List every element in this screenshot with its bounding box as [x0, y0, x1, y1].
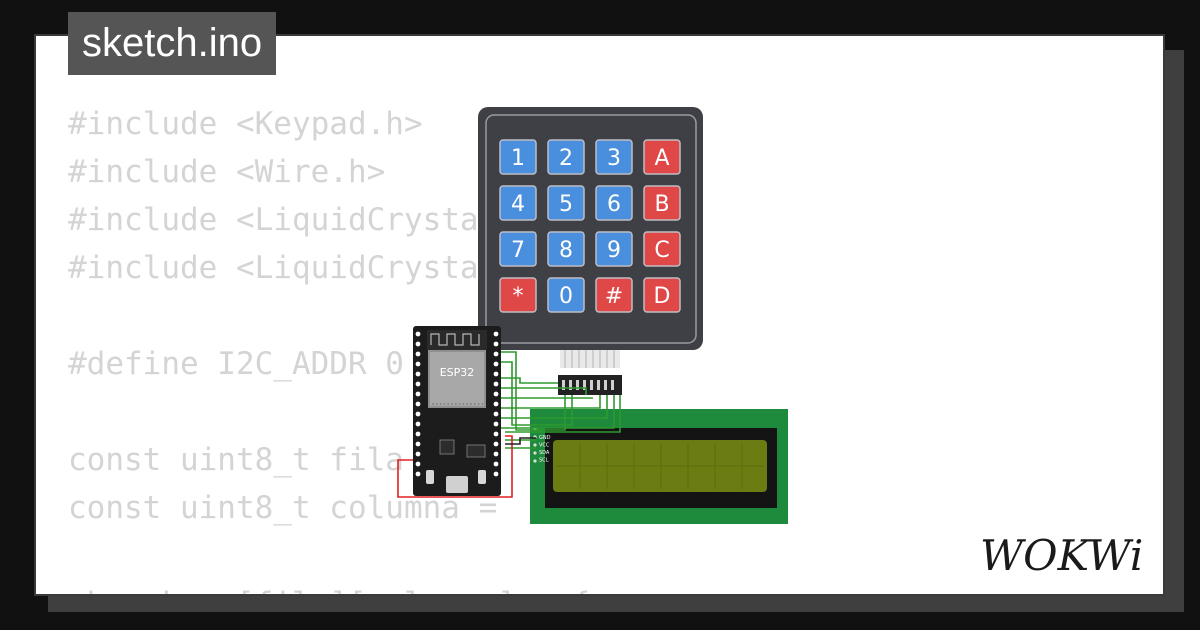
membrane-keypad[interactable]: 1 2 3 A 4 5 6 B 7 8 9 C * 0 # D	[478, 107, 703, 350]
keypad-key-label: D	[654, 284, 671, 309]
lcd-pin-label: VCC	[539, 443, 550, 449]
keypad-key-label: B	[654, 192, 669, 217]
code-preview: #include <Keypad.h> #include <Wire.h> #inc…	[68, 100, 591, 594]
keypad-key-label: 0	[559, 284, 573, 309]
keypad-key-4[interactable]: 4	[499, 185, 537, 221]
keypad-key-label: #	[605, 284, 623, 309]
keypad-key-8[interactable]: 8	[547, 231, 585, 267]
wires	[397, 351, 621, 498]
keypad-key-label: 5	[559, 192, 573, 217]
keypad-key-7[interactable]: 7	[499, 231, 537, 267]
code-line: #define I2C_ADDR 0	[68, 346, 404, 382]
keypad-key-label: 2	[559, 146, 573, 171]
wokwi-logo-text: WOKWi	[980, 531, 1143, 578]
keypad-key-3[interactable]: 3	[595, 139, 633, 175]
keypad-key-label: 7	[511, 238, 525, 263]
keypad-key-label: *	[513, 284, 524, 309]
esp32-devkit[interactable]: ESP32	[413, 326, 501, 496]
keypad-key-label: 9	[607, 238, 621, 263]
keypad-key-label: 1	[511, 146, 525, 171]
keypad-key-a[interactable]: A	[643, 139, 681, 175]
keypad-key-5[interactable]: 5	[547, 185, 585, 221]
keypad-key-label: 3	[607, 146, 621, 171]
keypad-key-label: 8	[559, 238, 573, 263]
keypad-key-label: 6	[607, 192, 621, 217]
keypad-key-0[interactable]: 0	[547, 277, 585, 313]
keypad-key-label: 4	[511, 192, 525, 217]
code-line: #include <LiquidCrysta	[68, 250, 479, 286]
keypad-key-label: A	[654, 146, 669, 171]
lcd-pin-label: SCL	[539, 458, 549, 464]
keypad-key-label: C	[654, 238, 669, 263]
code-line: #include <Wire.h>	[68, 154, 386, 190]
code-line: char keys[fila][columna] = {	[68, 580, 591, 594]
keypad-key-b[interactable]: B	[643, 185, 681, 221]
keypad-key-star[interactable]: *	[499, 277, 537, 313]
keypad-key-1[interactable]: 1	[499, 139, 537, 175]
keypad-key-c[interactable]: C	[643, 231, 681, 267]
code-line: #include <LiquidCrysta	[68, 202, 479, 238]
esp32-chip-label: ESP32	[440, 366, 475, 379]
keypad-key-2[interactable]: 2	[547, 139, 585, 175]
keypad-key-d[interactable]: D	[643, 277, 681, 313]
keypad-key-9[interactable]: 9	[595, 231, 633, 267]
keypad-key-hash[interactable]: #	[595, 277, 633, 313]
code-line: const uint8_t fila	[68, 442, 404, 478]
keypad-key-6[interactable]: 6	[595, 185, 633, 221]
code-line: #include <Keypad.h>	[68, 106, 423, 142]
lcd-pin-label: GND	[539, 435, 551, 441]
keypad-connector	[558, 350, 622, 395]
lcd-pin-label: SDA	[539, 450, 550, 456]
file-tab[interactable]: sketch.ino	[68, 12, 277, 75]
wokwi-logo: WOKWi	[980, 531, 1143, 578]
